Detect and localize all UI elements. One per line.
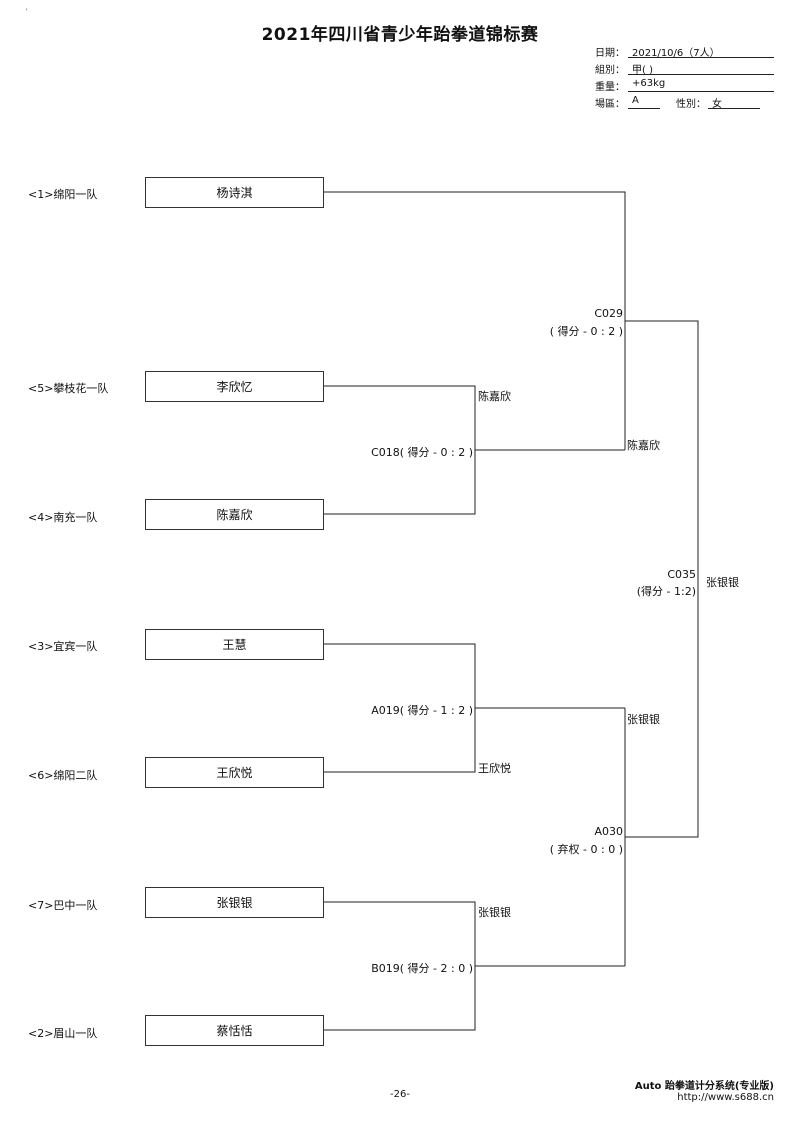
- match-score-final: (得分 - 1:2): [636, 585, 696, 598]
- team-label: <7>巴中一队: [28, 899, 98, 912]
- group-value: 甲( ): [628, 61, 774, 76]
- competitor-name: 蔡恬恬: [216, 1024, 253, 1038]
- corner-mark: ': [26, 8, 28, 15]
- competitor-name: 李欣忆: [216, 380, 253, 394]
- competitor-name-box: 蔡恬恬: [145, 1015, 324, 1046]
- match-code-r1-1: C018( 得分 - 0 : 2 ): [371, 446, 473, 459]
- competitor-name-box: 张银银: [145, 887, 324, 918]
- gender-label: 性別：: [676, 99, 706, 110]
- competitor-name: 王欣悦: [216, 766, 253, 780]
- team-label: <1>绵阳一队: [28, 188, 98, 201]
- venue-label: 場區：: [595, 99, 625, 110]
- team-label: <5>攀枝花一队: [28, 382, 109, 395]
- team-label: <3>宜宾一队: [28, 640, 98, 653]
- competitor-name-box: 王欣悦: [145, 757, 324, 788]
- competitor-name-box: 李欣忆: [145, 371, 324, 402]
- competitor-name: 张银银: [216, 896, 253, 910]
- champion-name: 张银银: [706, 576, 739, 589]
- match-code-r1-2: A019( 得分 - 1 : 2 ): [371, 704, 473, 717]
- team-label: <2>眉山一队: [28, 1027, 98, 1040]
- competitor-name: 陈嘉欣: [216, 508, 253, 522]
- match-winner-r2-1: 陈嘉欣: [627, 439, 660, 452]
- match-score-r2-1: ( 得分 - 0 : 2 ): [549, 325, 623, 338]
- match-winner-r2-2: 张银银: [627, 713, 660, 726]
- match-score-r2-2: ( 弃权 - 0 : 0 ): [549, 843, 623, 856]
- competitor-name-box: 陈嘉欣: [145, 499, 324, 530]
- match-winner-r1-3: 张银银: [478, 906, 511, 919]
- gender-value: 女: [708, 95, 760, 110]
- match-code-r1-3: B019( 得分 - 2 : 0 ): [371, 962, 473, 975]
- software-name: Auto 跆拳道计分系统(专业版): [634, 1081, 774, 1092]
- page-number: -26-: [390, 1089, 410, 1100]
- date-label: 日期：: [595, 48, 625, 59]
- match-code-r2-2: A030: [594, 825, 623, 838]
- group-label: 組別：: [595, 65, 625, 76]
- team-label: <4>南充一队: [28, 511, 98, 524]
- match-winner-r1-1: 陈嘉欣: [478, 390, 511, 403]
- page-title: 2021年四川省青少年跆拳道锦标赛: [261, 25, 539, 45]
- competitor-name: 杨诗淇: [216, 186, 253, 200]
- venue-value: A: [628, 95, 660, 109]
- competitor-name: 王慧: [222, 638, 247, 652]
- software-url: http://www.s688.cn: [677, 1092, 774, 1103]
- date-value: 2021/10/6（7人）: [628, 44, 774, 59]
- match-winner-r1-2: 王欣悦: [478, 762, 511, 775]
- competitor-name-box: 杨诗淇: [145, 177, 324, 208]
- weight-value: +63kg: [628, 78, 774, 92]
- match-code-r2-1: C029: [594, 307, 623, 320]
- competitor-name-box: 王慧: [145, 629, 324, 660]
- weight-label: 重量：: [595, 82, 625, 93]
- team-label: <6>绵阳二队: [28, 769, 98, 782]
- match-code-final: C035: [667, 568, 696, 581]
